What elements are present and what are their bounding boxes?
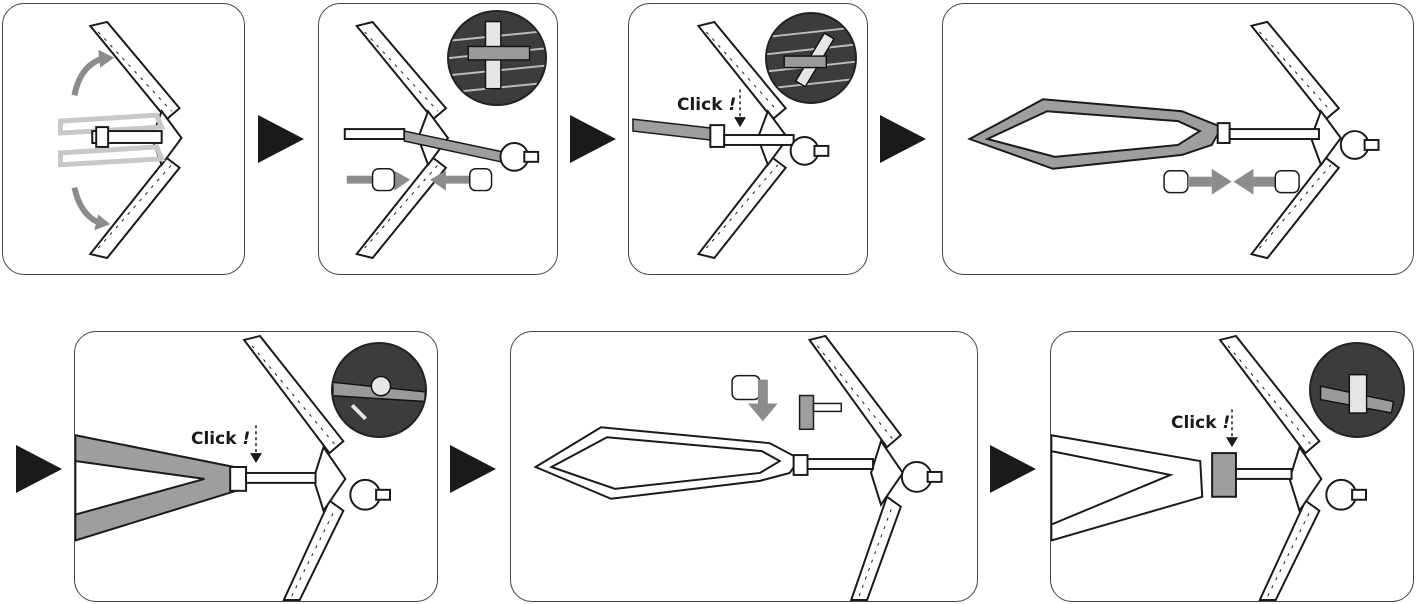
dish-lnb-lock-illustration [1051,334,1367,601]
hand-icon [371,168,396,192]
step-panel-3: Click ! [628,3,868,275]
step-panel-2 [318,3,558,275]
detail-inset-boom-clamp [447,10,547,106]
dish-reflector-lock-illustration [75,334,391,601]
dish-lnb-attach-illustration [533,334,943,601]
dish-boom-lock-illustration [632,20,830,260]
click-label: Click ! [1171,413,1230,433]
step-arrow-icon [16,445,62,493]
click-mark: ! [242,429,251,449]
click-mark: ! [728,95,737,115]
dish-reflector-attach-illustration [967,20,1380,260]
curved-arrow-icon [98,49,115,68]
detail-inset-lock-clamp [765,12,857,104]
click-label: Click ! [677,95,736,115]
click-label: Click ! [191,429,250,449]
step-arrow-icon [570,115,616,163]
step-panel-1 [2,3,245,275]
step-arrow-icon [450,445,496,493]
step-panel-7: Click ! [1050,331,1414,602]
step-panel-5: Click ! [74,331,438,602]
detail-inset-reflector-clamp [331,342,427,438]
click-word: Click [1171,413,1217,433]
step-arrow-icon [258,115,304,163]
step-panel-6 [510,331,978,602]
click-mark: ! [1222,413,1231,433]
dish-assembly-folding-illustration [58,20,183,260]
click-word: Click [191,429,237,449]
step-panel-4 [942,3,1414,275]
step-arrow-icon [990,445,1036,493]
step-arrow-icon [880,115,926,163]
down-arrow-icon [757,379,768,404]
detail-inset-lnb-clamp [1309,342,1405,438]
click-word: Click [677,95,723,115]
dish-boom-insertion-illustration [343,20,540,260]
